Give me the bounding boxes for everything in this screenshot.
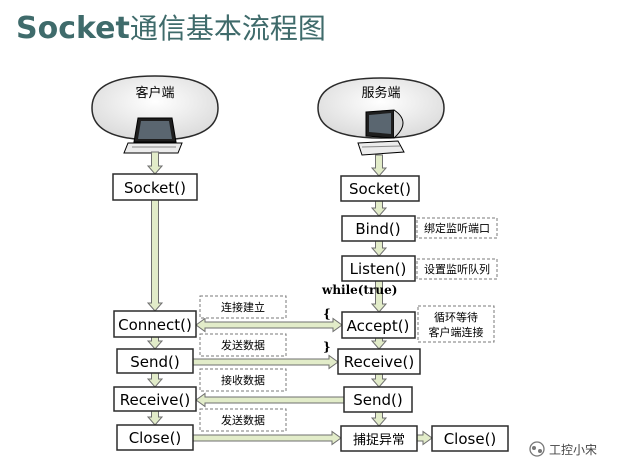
desktop-computer-icon xyxy=(357,109,405,156)
server-receive-to-send-arrow xyxy=(370,373,388,388)
svg-text:Socket通信基本流程图: Socket通信基本流程图 xyxy=(16,11,326,46)
server-send-label: Send() xyxy=(353,391,402,409)
server-socket-label: Socket() xyxy=(349,180,411,198)
server-catch-exception-box: 捕捉异常 xyxy=(340,425,418,452)
client-socket-to-connect-arrow xyxy=(146,199,164,312)
server-header: 服务端 xyxy=(317,77,445,156)
server-bind-to-listen-arrow xyxy=(370,240,388,257)
laptop-icon xyxy=(123,117,183,154)
close-message-text: 发送数据 xyxy=(221,413,265,427)
connect-message-text: 连接建立 xyxy=(221,300,265,314)
client-send-box: Send() xyxy=(116,348,194,374)
bind-note-text: 绑定监听端口 xyxy=(424,221,490,235)
accept-note: 循环等待 客户端连接 xyxy=(417,305,495,343)
while-label: while(true) xyxy=(321,283,397,297)
server-receive-label: Receive() xyxy=(344,353,414,371)
server-accept-to-receive-arrow xyxy=(370,337,388,350)
send-to-receive-client-arrow xyxy=(195,392,345,408)
server-close-box: Close() xyxy=(431,425,509,452)
while-loop-marker: while(true) { } xyxy=(321,283,397,354)
server-cloud-shape xyxy=(317,77,445,139)
client-connect-label: Connect() xyxy=(118,316,192,334)
watermark-text: 工控小宋 xyxy=(549,442,597,457)
server-send-box: Send() xyxy=(343,386,413,413)
loop-open-brace: { xyxy=(323,307,331,321)
receive-message-note: 接收数据 xyxy=(199,368,287,392)
client-close-box: Close() xyxy=(116,424,194,451)
server-accept-box: Accept() xyxy=(341,311,416,339)
loop-close-brace: } xyxy=(323,340,331,354)
accept-note-line2: 客户端连接 xyxy=(429,325,484,339)
server-bind-box: Bind() xyxy=(341,215,416,242)
client-header: 客户端 xyxy=(91,75,219,154)
server-listen-label: Listen() xyxy=(350,260,407,278)
connect-accept-arrow xyxy=(195,317,343,333)
client-send-to-receive-arrow xyxy=(146,372,164,388)
title-latin: Socket xyxy=(16,11,130,46)
send-message-note: 发送数据 xyxy=(199,333,287,357)
server-send-to-catch-arrow xyxy=(370,411,388,427)
flow-arrows xyxy=(146,151,433,446)
client-label: 客户端 xyxy=(135,85,174,101)
server-listen-box: Listen() xyxy=(341,255,416,282)
server-header-arrow xyxy=(370,154,388,177)
connect-message-note: 连接建立 xyxy=(199,295,287,319)
server-listen-to-accept-arrow xyxy=(370,280,388,313)
close-to-catch-arrow xyxy=(192,430,342,446)
client-close-label: Close() xyxy=(129,429,182,447)
send-message-text: 发送数据 xyxy=(221,338,265,352)
server-catch-exception-label: 捕捉异常 xyxy=(353,432,405,448)
listen-note: 设置监听队列 xyxy=(416,258,498,280)
client-cloud-shape xyxy=(91,75,219,141)
client-connect-box: Connect() xyxy=(113,310,197,338)
page-title: Socket通信基本流程图 xyxy=(16,11,326,46)
send-to-receive-arrow xyxy=(192,354,339,370)
client-receive-to-close-arrow xyxy=(146,410,164,426)
client-connect-to-send-arrow xyxy=(146,336,164,350)
listen-note-text: 设置监听队列 xyxy=(424,262,490,276)
server-accept-label: Accept() xyxy=(347,317,410,335)
title-cjk: 通信基本流程图 xyxy=(130,12,326,45)
client-receive-label: Receive() xyxy=(120,391,190,409)
client-send-label: Send() xyxy=(130,353,179,371)
wechat-channel-icon xyxy=(529,441,545,457)
server-label: 服务端 xyxy=(361,85,400,101)
watermark: 工控小宋 xyxy=(529,441,597,457)
receive-message-text: 接收数据 xyxy=(221,373,265,387)
client-header-arrow xyxy=(146,151,164,175)
server-close-label: Close() xyxy=(444,430,497,448)
server-socket-box: Socket() xyxy=(340,175,420,202)
server-receive-box: Receive() xyxy=(337,348,421,375)
catch-to-close-arrow xyxy=(416,430,433,446)
close-message-note: 发送数据 xyxy=(199,408,287,432)
server-bind-label: Bind() xyxy=(355,220,400,238)
client-socket-label: Socket() xyxy=(124,179,186,197)
client-socket-box: Socket() xyxy=(112,173,198,201)
accept-note-line1: 循环等待 xyxy=(434,310,478,324)
client-receive-box: Receive() xyxy=(113,386,197,412)
server-socket-to-bind-arrow xyxy=(370,200,388,217)
bind-note: 绑定监听端口 xyxy=(416,217,498,239)
